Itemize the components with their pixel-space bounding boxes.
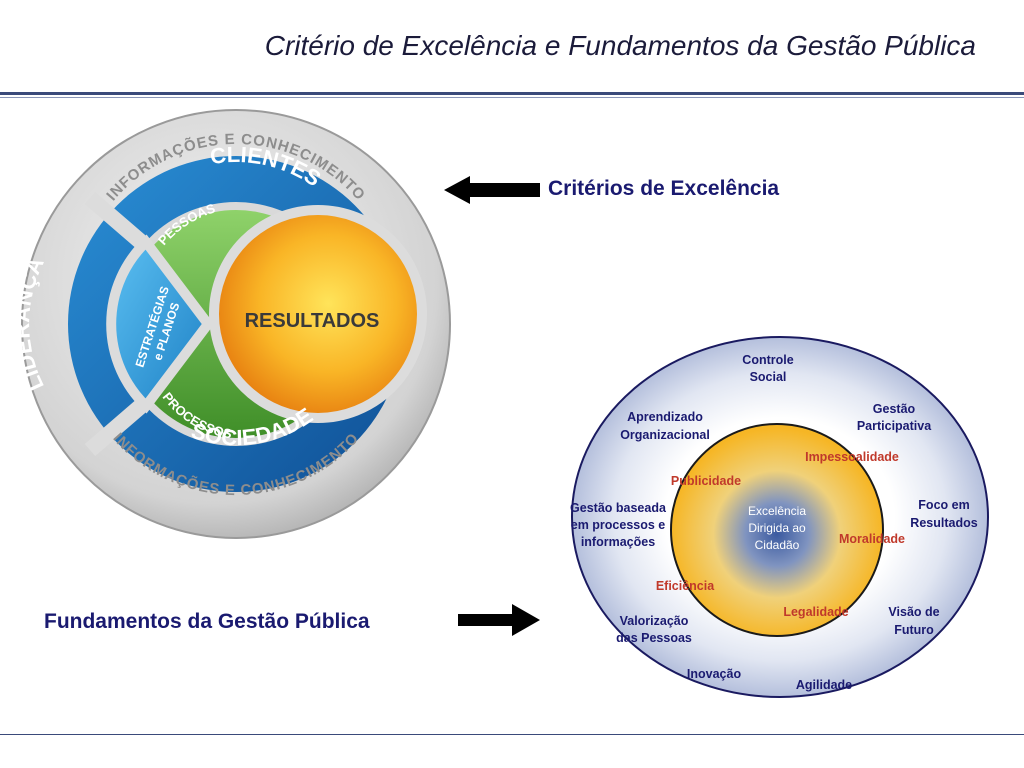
gestao-processos-line3: informações xyxy=(581,535,655,549)
center-line1: Excelência xyxy=(748,504,806,518)
moralidade-label: Moralidade xyxy=(839,532,905,546)
legalidade-label: Legalidade xyxy=(783,605,848,619)
aprendizado-line2: Organizacional xyxy=(620,428,710,442)
foco-resultados-line1: Foco em xyxy=(918,498,969,512)
impessoalidade-label: Impessoalidade xyxy=(805,450,899,464)
center-line2: Dirigida ao xyxy=(748,521,806,535)
gestao-participativa-line2: Participativa xyxy=(857,419,932,433)
foco-resultados-line2: Resultados xyxy=(910,516,977,530)
publicidade-label: Publicidade xyxy=(671,474,741,488)
inovacao-label: Inovação xyxy=(687,667,742,681)
resultados-label: RESULTADOS xyxy=(245,310,380,332)
gestao-processos-line2: em processos e xyxy=(571,518,666,532)
resultados-circle xyxy=(209,205,427,423)
valorizacao-line1: Valorização xyxy=(620,614,689,628)
visao-futuro-line2: Futuro xyxy=(894,623,934,637)
center-line3: Cidadão xyxy=(755,538,800,552)
criteria-wheel: INFORMAÇÕES E CONHECIMENTO INFORMAÇÕES E… xyxy=(18,109,451,539)
page-title: Critério de Excelência e Fundamentos da … xyxy=(264,30,976,61)
header-divider xyxy=(0,92,1024,95)
inner-circle xyxy=(670,423,884,637)
arrow-right-icon xyxy=(458,604,540,636)
fundamentos-label: Fundamentos da Gestão Pública xyxy=(44,610,370,633)
footer-divider xyxy=(0,734,1024,735)
valorizacao-line2: das Pessoas xyxy=(616,631,692,645)
gestao-participativa-line1: Gestão xyxy=(873,402,916,416)
visao-futuro-line1: Visão de xyxy=(888,605,939,619)
aprendizado-line1: Aprendizado xyxy=(627,410,703,424)
controle-social-line1: Controle xyxy=(742,353,793,367)
estrategias-wedge xyxy=(106,234,215,414)
header-divider-thin xyxy=(0,97,1024,98)
criterios-label: Critérios de Excelência xyxy=(548,177,780,200)
gestao-processos-line1: Gestão baseada xyxy=(570,501,667,515)
agilidade-label: Agilidade xyxy=(796,678,852,692)
fundamentos-diagram: Controle Social Gestão Participativa Apr… xyxy=(570,336,989,698)
controle-social-line2: Social xyxy=(750,370,787,384)
eficiencia-label: Eficiência xyxy=(656,579,715,593)
arrow-left-icon xyxy=(444,176,540,204)
